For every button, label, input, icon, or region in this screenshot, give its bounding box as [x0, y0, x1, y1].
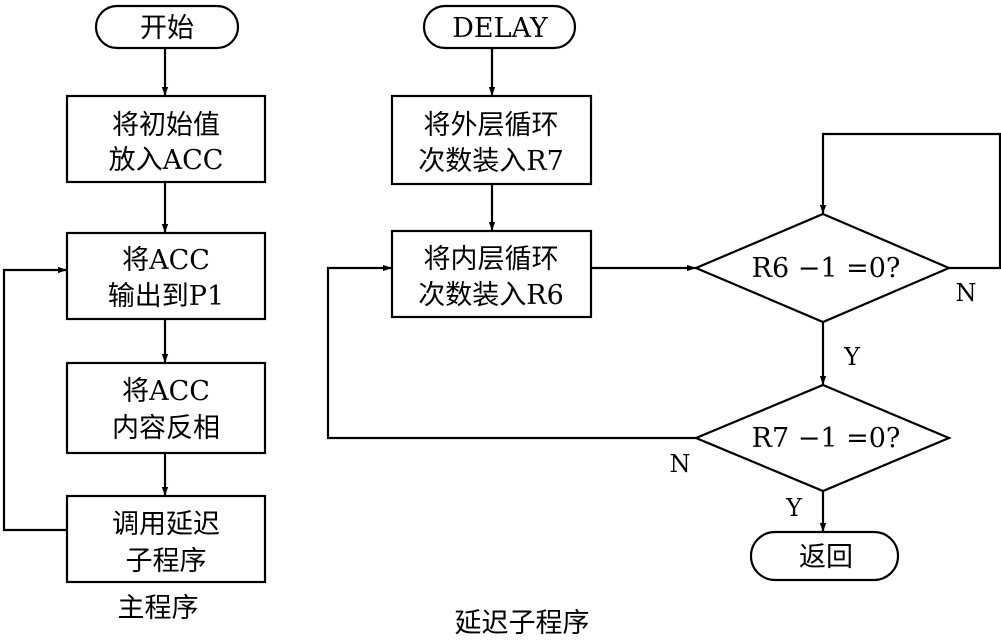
main-step1-box — [65, 94, 267, 184]
main-program-flow — [2, 4, 267, 584]
decision1-no-loop-line — [819, 132, 1001, 270]
decision1-yes-label: Y — [843, 343, 861, 371]
main-step1-line1: 将初始值 — [112, 110, 220, 141]
main-program-text: 开始 将初始值 放入ACC 将ACC 输出到P1 将ACC 内容反相 调用延迟 … — [108, 13, 224, 624]
delay-end-label: 返回 — [799, 542, 853, 573]
main-step2-line2: 输出到P1 — [108, 281, 224, 312]
delay-subroutine-text: DELAY 将外层循环 次数装入R7 将内层循环 次数装入R6 R6 −1 =0… — [418, 13, 976, 639]
decision2-yes-label: Y — [785, 494, 803, 522]
main-start-terminal — [94, 4, 240, 50]
main-caption: 主程序 — [118, 593, 199, 624]
main-step1-line2: 放入ACC — [109, 145, 224, 176]
main-step4-line2: 子程序 — [126, 546, 207, 577]
main-step3-box — [65, 361, 267, 455]
delay-caption: 延迟子程序 — [455, 608, 590, 639]
delay-step1-box — [390, 94, 593, 186]
main-start-label: 开始 — [140, 13, 194, 44]
delay-step2-box — [390, 229, 593, 319]
decision2-no-loop-line — [326, 264, 696, 440]
decision2-no-label: N — [670, 450, 691, 478]
delay-step1-line2: 次数装入R7 — [418, 146, 564, 177]
delay-step2-line2: 次数装入R6 — [418, 280, 564, 311]
delay-start-terminal — [422, 4, 577, 50]
delay-step1-line1: 将外层循环 — [424, 110, 559, 141]
delay-end-terminal — [749, 530, 900, 582]
delay-start-label: DELAY — [452, 13, 549, 44]
decision1-label: R6 −1 =0? — [752, 253, 901, 284]
main-step4-box — [65, 494, 267, 584]
main-step3-line1: 将ACC — [122, 376, 210, 407]
main-step4-line1: 调用延迟 — [112, 509, 220, 540]
delay-subroutine-flow — [326, 4, 1001, 582]
delay-step2-line1: 将内层循环 — [424, 244, 559, 275]
main-step2-line1: 将ACC — [122, 245, 210, 276]
decision2-label: R7 −1 =0? — [752, 423, 901, 454]
main-step3-line2: 内容反相 — [112, 413, 220, 444]
main-loop-back-line — [2, 266, 67, 532]
decision1-no-label: N — [956, 279, 977, 307]
